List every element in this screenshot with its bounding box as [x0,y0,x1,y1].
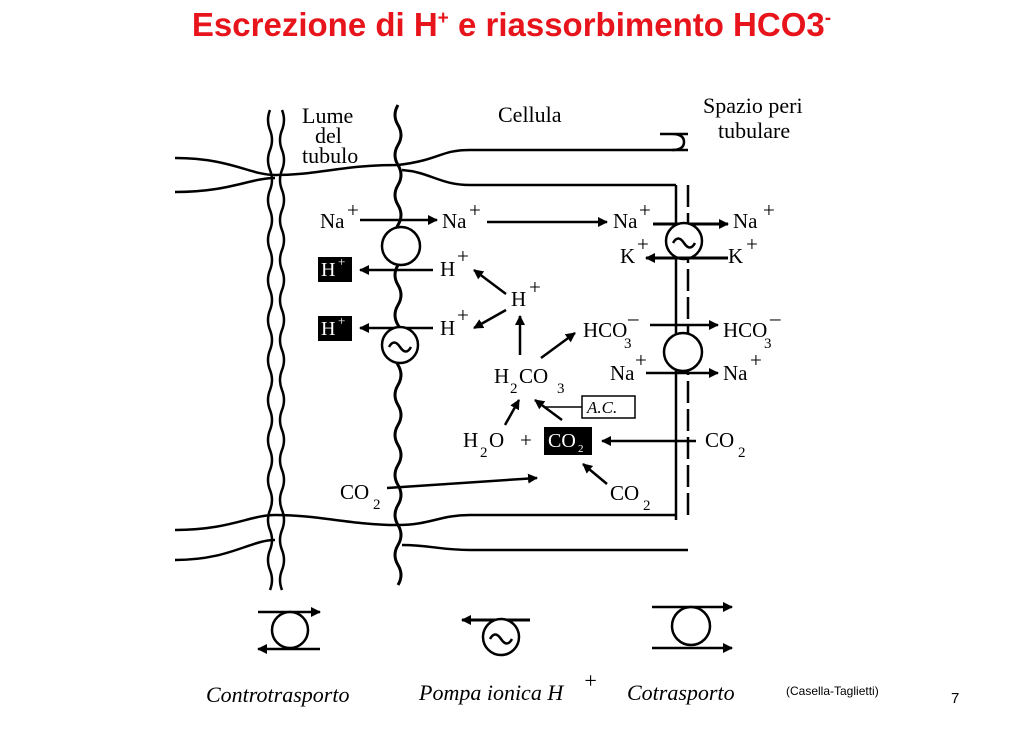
h-center-charge: + [529,275,541,299]
h2o-h-label: H [463,428,478,452]
hco3-peri-sub: 3 [764,336,772,352]
h-to-pump-arrow [473,308,507,330]
legend-antiport-label: Controtrasporto [206,682,349,707]
lumen-header-line-1: Lume [302,103,353,128]
na-cell-right-label: Na [613,209,638,233]
peritubular-header-line-1: Spazio peri [703,93,803,118]
na-cell-hco3-charge: + [635,348,647,372]
h2co3-sub-3: 3 [557,381,565,397]
h2o-to-h2co3-arrow [503,399,521,426]
slide-title: Escrezione di H+ e riassorbimento HCO3- [0,6,1023,44]
ac-enzyme-label: A.C. [586,398,617,417]
legend-pump-superscript: + [583,668,598,693]
h-lumen-2-charge: + [338,313,345,328]
na-peri-hco3-label: Na [723,361,748,385]
hco3-peri-charge: – [769,306,781,330]
luminal-brush-border-left [266,109,274,591]
h-lumen-1-charge: + [338,254,345,269]
h-cell-2-charge: + [457,303,469,327]
legend-antiport-symbol [257,607,321,654]
co2-metabolic-arrow [582,463,608,485]
tight-junction-top [174,148,688,177]
co2-peri-sub: 2 [738,445,746,461]
na-peri-label: Na [733,209,758,233]
source-credit: (Casella-Taglietti) [786,684,879,698]
tight-junction-top-lower [174,168,676,194]
na-peri-charge: + [763,198,775,222]
co2-lumen-sub: 2 [373,497,381,513]
tight-junction-bottom [174,513,676,532]
cell-header: Cellula [498,102,562,127]
hco3-na-symporter-circle [662,331,704,373]
h2o-sub: 2 [480,445,488,461]
h2o-o-label: O [489,428,504,452]
h-cell-2-label: H [440,316,455,340]
ac-enzyme-box [581,395,636,419]
h-cell-1-charge: + [457,244,469,268]
co2-lumen-influx-arrow [386,473,538,490]
h-lumen-highlight-2 [318,316,352,341]
legend-pump-label: Pompa ionica H [418,680,564,705]
title-text: Escrezione di H [191,6,438,43]
plus-sign: + [520,428,532,452]
luminal-brush-border-right [278,109,286,591]
legend-symport-label: Cotrasporto [627,680,735,705]
na-peri-hco3-charge: + [750,348,762,372]
page-number: 7 [951,690,960,707]
h-cell-1-label: H [440,257,455,281]
legend-pump-symbol [461,615,530,657]
co2-center-sub: 2 [578,443,584,455]
h2co3-sub-2: 2 [510,381,518,397]
k-peri-charge: + [746,232,758,256]
na-cell-left-charge: + [469,198,481,222]
title-superscript-plus: + [437,8,449,29]
co2-center-highlight [544,427,592,455]
co2-bottom-label: CO [610,481,639,505]
hco3-cell-sub: 3 [624,336,632,352]
h2co3-to-hco3-arrow [540,331,576,360]
na-cell-hco3-label: Na [610,361,635,385]
peritubular-header-line-2: tubulare [718,118,790,143]
na-lumen-charge: + [347,198,359,222]
h-center-label: H [511,287,526,311]
h-lumen-1-text: H [321,259,335,281]
lumen-header-line-3: tubulo [302,143,358,168]
na-lumen-label: Na [320,209,345,233]
junction-hook-top [660,132,688,152]
co2-center-label: CO [548,430,576,452]
na-k-pump-wave-icon [671,237,697,249]
co2-to-h2co3-arrow [534,398,563,422]
na-cell-right-charge: + [639,198,651,222]
co2-lumen-label: CO [340,480,369,504]
h2co3-h-label: H [494,364,509,388]
title-text-2: e riassorbimento HCO3 [448,6,825,43]
h-pump-wave-icon [387,341,413,353]
k-peri-label: K [728,244,743,268]
h-lumen-2-text: H [321,318,335,340]
h2co3-co-label: CO [519,364,548,388]
lumen-header-line-2: del [315,123,342,148]
k-cell-charge: + [637,232,649,256]
hco3-cell-label: HCO [583,318,627,342]
co2-peri-label: CO [705,428,734,452]
hco3-cell-charge: – [627,306,639,330]
na-cell-left-label: Na [442,209,467,233]
legend-symport-symbol [652,602,733,653]
title-superscript-minus: - [824,8,832,29]
co2-bottom-sub: 2 [643,498,651,514]
tight-junction-bottom-lower [174,538,688,562]
na-h-antiporter-circle [380,225,422,267]
k-cell-label: K [620,244,635,268]
h-to-antiporter-arrow [473,269,507,295]
h-lumen-highlight-1 [318,257,352,282]
hco3-peri-label: HCO [723,318,767,342]
